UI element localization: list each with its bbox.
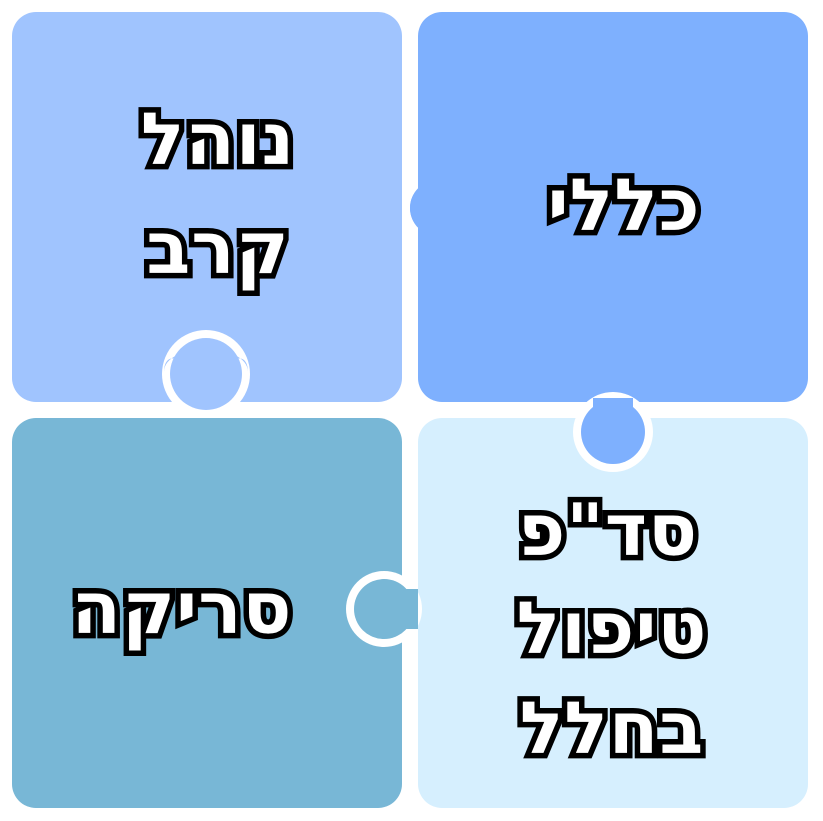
piece-top-right-body — [418, 12, 808, 402]
piece-top-right-left-tab-knob — [410, 180, 466, 236]
piece-top-left-body — [12, 12, 402, 402]
piece-top-left-tab-neck-overlay — [164, 349, 248, 398]
puzzle-piece-bottom-right: סד"פ טיפול בחלל — [346, 392, 808, 808]
piece-bottom-left-right-tab-neck-overlay — [398, 589, 418, 629]
piece-top-right-line-1: כללי — [547, 163, 700, 247]
piece-bottom-right-line-1: סד"פ — [518, 488, 698, 572]
puzzle-piece-bottom-left: סריקה — [12, 330, 418, 808]
piece-bottom-right-line-2: טיפול — [517, 586, 708, 670]
piece-top-left-line-2: קרב — [146, 206, 289, 290]
piece-bottom-left-line-1: סריקה — [72, 566, 293, 650]
piece-bottom-left-body — [12, 418, 402, 808]
piece-top-left-line-1: נוהל — [141, 97, 295, 181]
piece-bottom-right-line-3: בחלל — [520, 686, 705, 770]
piece-bottom-right-body — [418, 418, 808, 808]
piece-top-right-bottom-tab-neck-overlay — [593, 398, 633, 418]
